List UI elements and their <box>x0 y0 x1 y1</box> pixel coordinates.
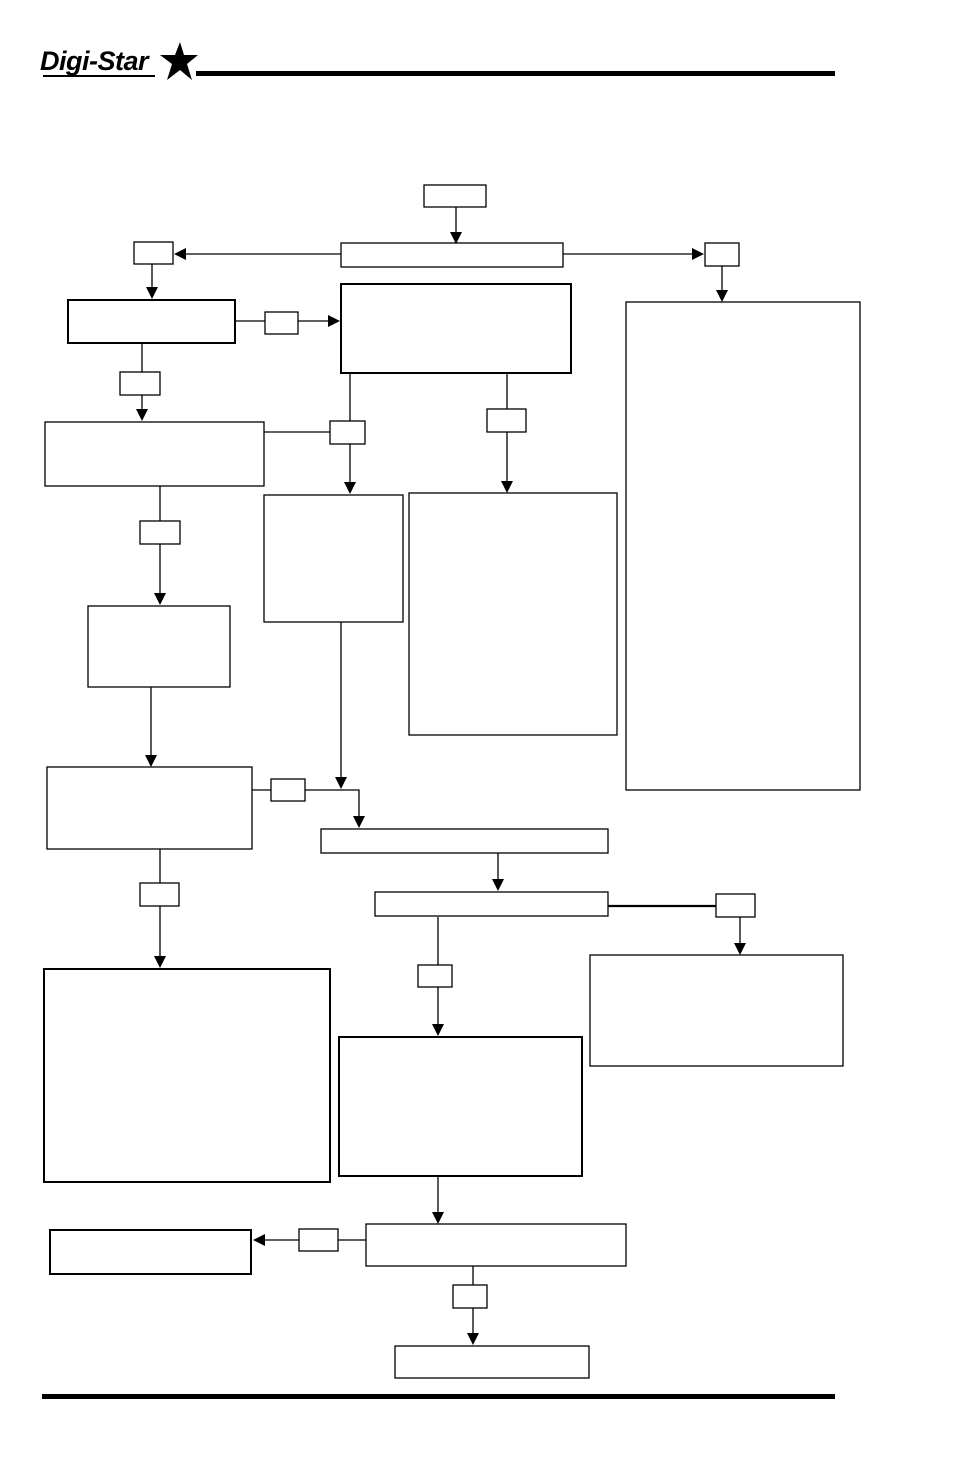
arrowhead <box>467 1333 479 1345</box>
decision-label-box <box>298 1228 339 1252</box>
decision-label-box <box>133 241 174 265</box>
arrowhead <box>146 287 158 299</box>
header-rule <box>196 71 835 76</box>
step-box <box>320 828 609 854</box>
decision-label-box <box>329 420 366 445</box>
arrowhead <box>154 593 166 605</box>
arrowhead <box>335 777 347 789</box>
decision-label-box <box>417 964 453 988</box>
arrowhead <box>692 248 704 260</box>
decision-label-box <box>704 242 740 267</box>
step-box <box>340 283 572 374</box>
decision-label-box <box>264 311 299 335</box>
arrowhead <box>450 232 462 244</box>
decision-label-box <box>119 371 161 396</box>
decision-label-box <box>715 893 756 918</box>
step-box <box>365 1223 627 1267</box>
footer-rule <box>42 1394 835 1399</box>
arrowhead <box>432 1024 444 1036</box>
brand-name: Digi-Star <box>40 46 149 76</box>
step-box <box>49 1229 252 1275</box>
decision-label-box <box>139 882 180 907</box>
arrowhead <box>344 482 356 494</box>
arrowhead <box>501 481 513 493</box>
arrowhead <box>154 956 166 968</box>
step-box <box>46 766 253 850</box>
digi-star-logo: Digi-Star <box>40 42 200 84</box>
info-panel <box>43 968 331 1183</box>
step-box <box>87 605 231 688</box>
step-box <box>44 421 265 487</box>
connector <box>305 789 360 817</box>
step-box <box>338 1036 583 1177</box>
start-box <box>423 184 487 208</box>
arrowhead <box>432 1212 444 1224</box>
arrowhead <box>716 290 728 302</box>
info-panel <box>625 301 861 791</box>
decision-label-box <box>139 520 181 545</box>
arrowhead <box>253 1234 265 1246</box>
arrowhead <box>328 315 340 327</box>
arrowhead <box>145 755 157 767</box>
end-box <box>394 1345 590 1379</box>
step-box <box>374 891 609 917</box>
info-panel <box>408 492 618 736</box>
brand-underline <box>43 75 155 77</box>
arrowhead <box>353 816 365 828</box>
arrowhead <box>734 943 746 955</box>
decision-label-box <box>270 778 306 802</box>
step-box <box>67 299 236 344</box>
star-icon <box>160 42 198 80</box>
decision-label-box <box>486 408 527 433</box>
main-menu-box <box>340 242 564 268</box>
step-box <box>263 494 404 623</box>
arrowhead <box>492 879 504 891</box>
arrowhead <box>174 248 186 260</box>
arrowhead <box>136 409 148 421</box>
info-panel <box>589 954 844 1067</box>
decision-label-box <box>452 1284 488 1309</box>
